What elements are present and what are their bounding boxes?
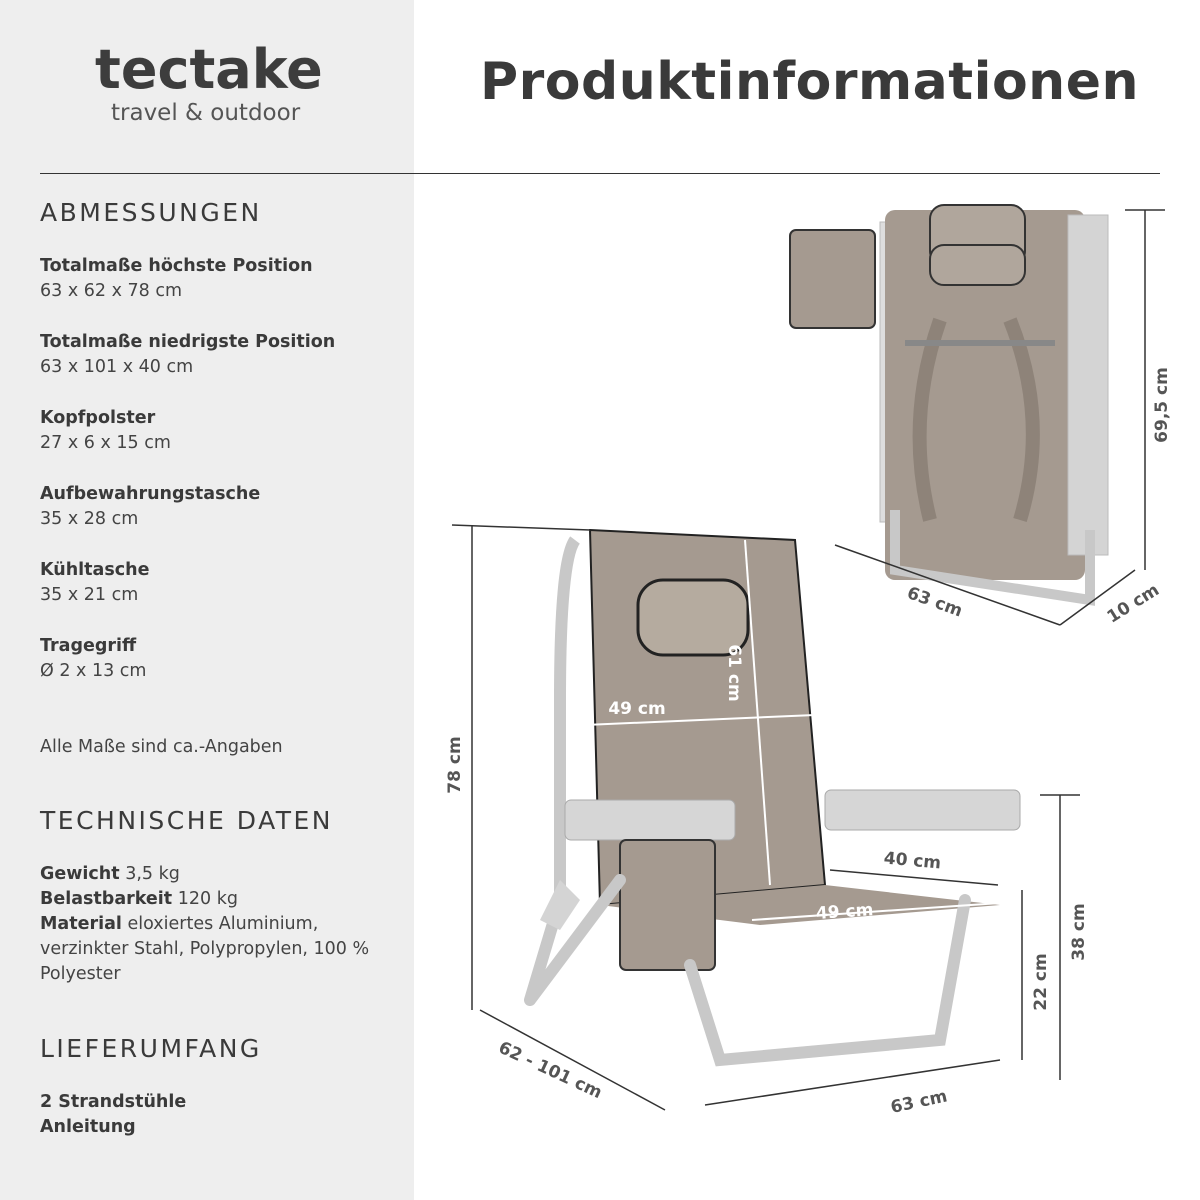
tech-label: Belastbarkeit [40,889,173,909]
dim-seat-height: 22 cm [1031,953,1051,1010]
spec-item: Kopfpolster 27 x 6 x 15 cm [40,406,171,456]
spec-value: 35 x 21 cm [40,585,139,605]
spec-item: Kühltasche 35 x 21 cm [40,558,149,608]
dim-back-width: 49 cm [608,699,665,719]
spec-item: Tragegriff Ø 2 x 13 cm [40,634,146,684]
tech-label: Gewicht [40,864,120,884]
delivery-list: 2 Strandstühle Anleitung [40,1090,186,1140]
dim-back-height: 61 cm [724,644,744,701]
spec-value: 63 x 101 x 40 cm [40,357,194,377]
tech-specs: Gewicht 3,5 kg Belastbarkeit 120 kg Mate… [40,862,370,987]
folded-chair-image [789,204,1109,606]
page-title: Produktinformationen [480,52,1139,112]
header-divider [40,173,1160,174]
spec-value: Ø 2 x 13 cm [40,661,147,681]
spec-item: Aufbewahrungstasche 35 x 28 cm [40,482,260,532]
dim-folded-height: 69,5 cm [1152,367,1172,443]
logo-brand: tectake [95,38,323,101]
spec-value: 27 x 6 x 15 cm [40,433,171,453]
logo-tagline: travel & outdoor [111,100,301,126]
tech-label: Material [40,914,122,934]
spec-label: Kühltasche [40,560,150,580]
tech-value: eloxiertes Aluminium, verzinkter Stahl, … [40,914,370,984]
dim-seat-depth: 40 cm [883,849,942,874]
spec-label: Totalmaße höchste Position [40,256,313,276]
spec-item: Totalmaße niedrigste Position 63 x 101 x … [40,330,335,380]
section-heading-technische-daten: TECHNISCHE DATEN [40,806,334,835]
tech-value: 120 kg [177,889,238,909]
spec-label: Aufbewahrungstasche [40,484,261,504]
left-panel [0,0,414,1200]
dim-armrest-height: 38 cm [1069,903,1089,960]
logo: tectake travel & outdoor [95,38,323,127]
spec-label: Tragegriff [40,636,137,656]
delivery-item: Anleitung [40,1117,136,1137]
chair-image [524,528,1021,1067]
section-heading-abmessungen: ABMESSUNGEN [40,198,262,227]
spec-value: 63 x 62 x 78 cm [40,281,182,301]
spec-item: Totalmaße höchste Position 63 x 62 x 78 c… [40,254,313,304]
dimensions-note: Alle Maße sind ca.-Angaben [40,737,283,757]
tech-value: 3,5 kg [125,864,180,884]
spec-label: Totalmaße niedrigste Position [40,332,336,352]
dim-width: 63 cm [889,1086,949,1117]
dim-folded-width: 63 cm [904,583,965,621]
dim-seat-width: 49 cm [815,900,874,924]
dim-height: 78 cm [445,736,465,793]
spec-value: 35 x 28 cm [40,509,139,529]
spec-label: Kopfpolster [40,408,156,428]
dimension-lines [451,209,1165,1111]
delivery-item: 2 Strandstühle [40,1092,187,1112]
section-heading-lieferumfang: LIEFERUMFANG [40,1034,262,1063]
